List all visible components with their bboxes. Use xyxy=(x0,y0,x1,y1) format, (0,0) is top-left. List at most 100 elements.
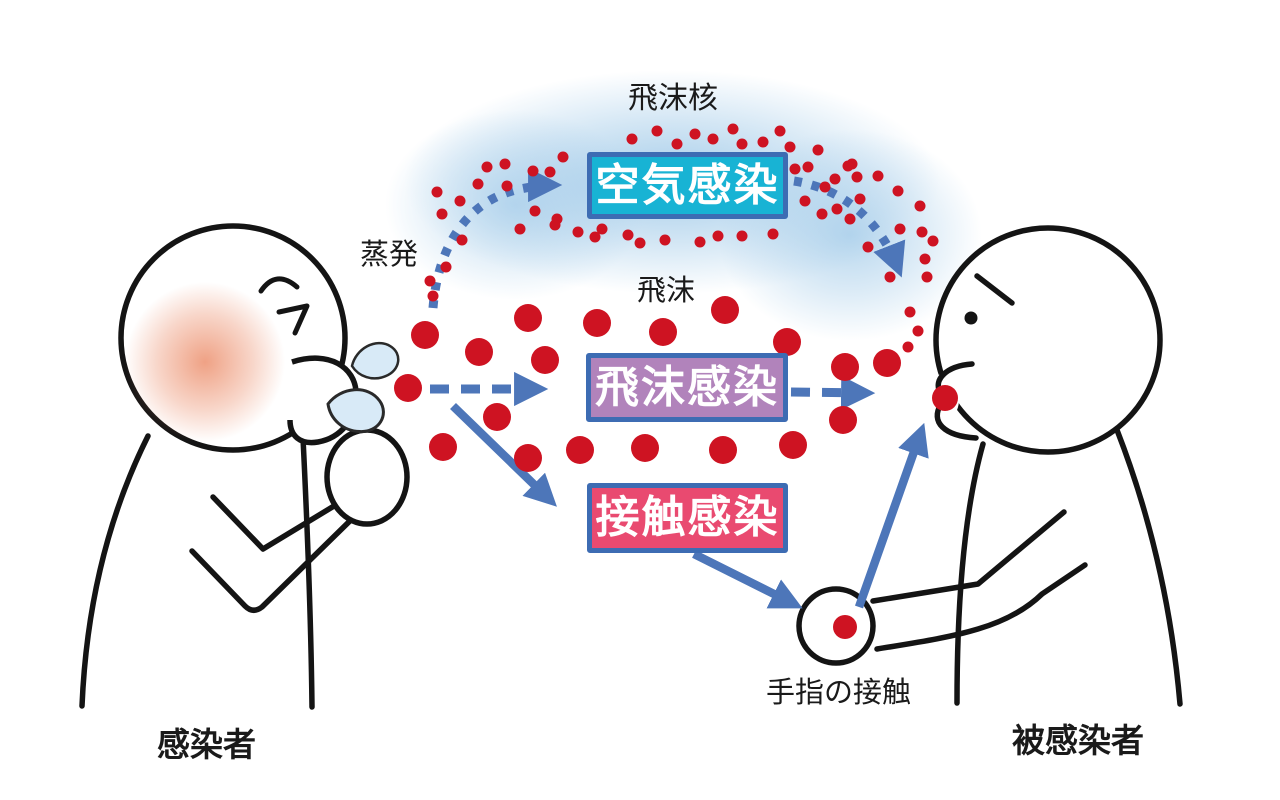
virus-dot xyxy=(596,223,608,235)
virus-dot xyxy=(424,275,436,287)
contact-infection-label: 接触感染 xyxy=(595,492,780,543)
virus-dot xyxy=(566,436,594,464)
virus-dot xyxy=(465,338,493,366)
virus-dot xyxy=(914,200,926,212)
label-recipient-person: 被感染者 xyxy=(1012,721,1144,760)
virus-dot xyxy=(711,296,739,324)
virus-dot xyxy=(634,237,646,249)
virus-dot xyxy=(854,193,866,205)
virus-dot xyxy=(812,144,824,156)
contact-infection-box: 接触感染 xyxy=(587,483,788,553)
droplet-arrow-right xyxy=(790,375,876,410)
eyebrow xyxy=(974,273,1015,306)
cough-droplet-icon xyxy=(350,341,400,380)
virus-dot xyxy=(829,173,841,185)
virus-dot xyxy=(851,171,863,183)
label-infected-person: 感染者 xyxy=(157,725,256,764)
virus-dot xyxy=(831,203,843,215)
virus-dot xyxy=(583,309,611,337)
virus-dot xyxy=(544,166,556,178)
virus-dot xyxy=(784,141,796,153)
virus-dot xyxy=(904,306,916,318)
virus-dot xyxy=(514,304,542,332)
virus-dot xyxy=(454,195,466,207)
virus-dot xyxy=(892,185,904,197)
virus-dot xyxy=(919,253,931,265)
airborne-infection-label: 空気感染 xyxy=(595,159,780,211)
virus-dot xyxy=(557,151,569,163)
virus-dot xyxy=(873,349,901,377)
recipient-body-outline xyxy=(1114,427,1183,707)
virus-dot xyxy=(651,125,663,137)
airborne-infection-box: 空気感染 xyxy=(587,152,788,219)
virus-dot xyxy=(707,133,719,145)
virus-dot xyxy=(902,341,914,353)
label-droplet-nuclei: 飛沫核 xyxy=(628,81,718,116)
virus-dot xyxy=(472,178,484,190)
virus-dot xyxy=(427,290,439,302)
droplet-infection-label: 飛沫感染 xyxy=(595,361,779,413)
virus-dot xyxy=(773,328,801,356)
virus-dot xyxy=(927,235,939,247)
virus-dot xyxy=(631,434,659,462)
virus-dot xyxy=(549,219,561,231)
virus-dot xyxy=(862,241,874,253)
virus-dot xyxy=(589,231,601,243)
virus-dot xyxy=(712,230,724,242)
virus-dot xyxy=(829,406,857,434)
virus-dot xyxy=(736,138,748,150)
blush-cheek xyxy=(125,282,285,442)
label-evaporation: 蒸発 xyxy=(360,237,419,271)
virus-dot xyxy=(626,133,638,145)
droplet-infection-box: 飛沫感染 xyxy=(586,353,788,422)
virus-dot xyxy=(483,403,511,431)
virus-dot xyxy=(844,213,856,225)
virus-dot xyxy=(894,223,906,235)
virus-dot xyxy=(481,161,493,173)
virus-dot xyxy=(779,431,807,459)
virus-dot xyxy=(572,226,584,238)
virus-dot xyxy=(802,161,814,173)
hand-virus-dot xyxy=(833,615,857,639)
recipient-arm xyxy=(874,562,1088,652)
virus-dot xyxy=(819,181,831,193)
virus-dot xyxy=(436,208,448,220)
eye xyxy=(964,311,978,325)
virus-dot xyxy=(514,444,542,472)
infected-person-figure xyxy=(79,223,410,710)
virus-dot xyxy=(736,230,748,242)
droplet-dots xyxy=(394,296,901,472)
virus-dot xyxy=(757,136,769,148)
virus-dot xyxy=(884,271,896,283)
contact-to-hand-arrow xyxy=(692,550,803,609)
recipient-person-figure xyxy=(796,225,1183,707)
droplet-nuclei-dots xyxy=(424,123,939,353)
virus-dot xyxy=(916,226,928,238)
virus-dot xyxy=(394,374,422,402)
infected-arm xyxy=(189,511,360,613)
cough-droplet-icon xyxy=(326,388,385,434)
virus-dot xyxy=(833,615,857,639)
virus-dot xyxy=(531,346,559,374)
virus-dot xyxy=(831,353,859,381)
virus-dot xyxy=(671,138,683,150)
infected-body-outline xyxy=(300,435,315,710)
virus-dot xyxy=(622,229,634,241)
recipient-arm xyxy=(870,509,1067,604)
infected-body-outline xyxy=(79,433,151,709)
recipient-body-outline xyxy=(954,441,986,706)
virus-dot xyxy=(816,208,828,220)
virus-dot xyxy=(694,236,706,248)
virus-dot xyxy=(921,271,933,283)
virus-dot xyxy=(411,321,439,349)
virus-dot xyxy=(709,436,737,464)
virus-dot xyxy=(429,433,457,461)
virus-dot xyxy=(767,228,779,240)
virus-dot xyxy=(689,128,701,140)
virus-dot xyxy=(659,234,671,246)
virus-dot xyxy=(529,205,541,217)
label-hand-contact: 手指の接触 xyxy=(766,675,912,709)
mouth-virus-dot xyxy=(932,385,958,411)
virus-dot xyxy=(872,170,884,182)
